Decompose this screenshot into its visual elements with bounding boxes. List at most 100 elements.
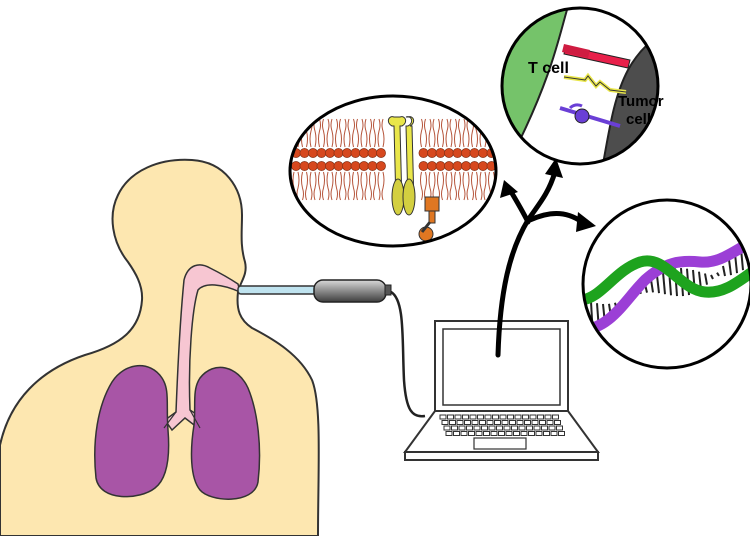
cable: [390, 290, 426, 418]
receptor-protein: [387, 116, 416, 216]
keyboard-key: [533, 425, 541, 431]
lipid-head: [325, 161, 335, 171]
lipid-head: [418, 148, 429, 158]
keyboard-key: [498, 431, 505, 436]
left-lung-icon: [94, 364, 170, 498]
keyboard-key: [445, 431, 453, 436]
trackpad: [473, 437, 527, 450]
keyboard-key: [518, 425, 526, 431]
lipid-tail: [420, 118, 427, 148]
lipid-tail: [377, 171, 385, 201]
keyboard-key: [469, 414, 477, 420]
keyboard-key: [484, 414, 492, 420]
lipid-tail: [428, 118, 436, 148]
keyboard-key: [556, 425, 563, 431]
keyboard-key: [550, 431, 558, 436]
keyboard-key: [441, 420, 449, 425]
lipid-tail: [462, 171, 470, 201]
keyboard-key: [439, 414, 447, 420]
arrowhead-right: [576, 212, 596, 232]
keyboard-key: [486, 420, 494, 425]
keyboard-key: [471, 420, 479, 425]
lipid-tail: [352, 171, 359, 201]
keyboard-key: [483, 431, 490, 436]
keyboard-key: [488, 425, 496, 431]
keyboard-key: [546, 420, 554, 425]
base-pair: [704, 273, 708, 285]
lipid-head: [367, 148, 378, 158]
keyboard-key: [462, 414, 469, 420]
base-pair: [662, 272, 666, 295]
lipid-head: [444, 148, 454, 158]
lipid-head: [427, 161, 437, 171]
lipid-head: [342, 161, 352, 171]
keyboard-key: [528, 431, 535, 436]
keyboard-key: [456, 420, 464, 425]
keyboard-key: [490, 431, 498, 436]
lipid-head: [376, 148, 386, 158]
keyboard-key: [505, 431, 513, 436]
keyboard-key: [524, 420, 531, 425]
sensor-device: [313, 279, 392, 303]
base-pair: [656, 275, 660, 294]
lipid-head: [469, 148, 480, 158]
keyboard-key: [548, 425, 556, 431]
keyboard-key: [447, 414, 454, 420]
keyboard-key: [554, 420, 561, 425]
keyboard-key: [451, 425, 458, 431]
keyboard-key: [460, 431, 468, 436]
dna-helix-bubble: [581, 198, 750, 370]
lipid-tail: [309, 171, 317, 201]
keyboard-key: [494, 420, 501, 425]
membrane-receptor-bubble: [288, 94, 498, 248]
base-pair: [722, 265, 726, 277]
keyboard-key: [454, 414, 462, 420]
keyboard-key: [449, 420, 456, 425]
keyboard-key: [477, 414, 484, 420]
keyboard-key: [481, 425, 488, 431]
lipid-tail: [343, 118, 351, 148]
lipid-tail: [369, 171, 376, 201]
keyboard-key: [537, 414, 544, 420]
lipid-head: [478, 148, 488, 158]
dna-helix-icon: [583, 235, 750, 341]
lipid-head: [308, 161, 318, 171]
keyboard-key: [479, 420, 486, 425]
keyboard-key: [513, 431, 520, 436]
keyboard-key: [516, 420, 524, 425]
lipid-tail: [343, 171, 351, 201]
lipid-tail: [471, 171, 478, 201]
lipid-head: [444, 161, 454, 171]
lipid-tail: [377, 118, 385, 148]
lipid-head: [427, 148, 437, 158]
cd80-receptor: [559, 106, 621, 128]
lipid-head: [316, 148, 327, 158]
lipid-tail: [445, 171, 453, 201]
keyboard-key: [541, 425, 548, 431]
keyboard-key: [509, 420, 516, 425]
lipid-tail: [445, 118, 453, 148]
lipid-head: [299, 161, 310, 171]
kinase-protein: [418, 196, 440, 242]
lipid-tail: [301, 171, 308, 201]
keyboard-key: [499, 414, 507, 420]
lipid-head: [342, 148, 352, 158]
keyboard-key: [531, 420, 539, 425]
arrowhead-left: [500, 180, 518, 198]
lipid-head: [478, 161, 488, 171]
base-pair: [710, 274, 714, 280]
keyboard-key: [492, 414, 499, 420]
lipid-tail: [335, 171, 342, 201]
lipid-head: [291, 161, 301, 171]
lipid-tail: [437, 118, 444, 148]
keyboard-key: [496, 425, 503, 431]
lipid-head: [350, 161, 361, 171]
lipid-tail: [369, 118, 376, 148]
lipid-tail: [335, 118, 342, 148]
keyboard-key: [544, 414, 552, 420]
lipid-tail: [326, 171, 334, 201]
lipid-head: [461, 161, 471, 171]
keyboard-key: [552, 414, 559, 420]
keyboard-key: [535, 431, 543, 436]
tumor-cell-label-line1: Tumor: [618, 93, 664, 110]
